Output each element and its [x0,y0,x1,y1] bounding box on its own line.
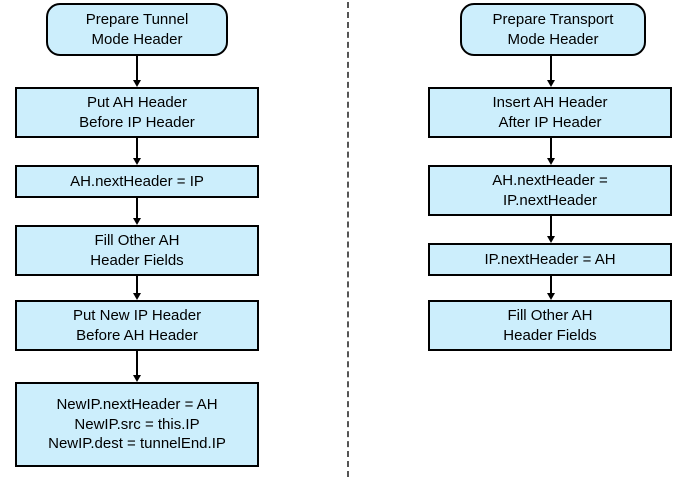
arrowhead-icon [133,293,141,300]
connector-line [550,56,552,81]
ip-nextheader-equals-ah-node[interactable]: IP.nextHeader = AH [428,243,672,276]
fill-other-ah-header-fields-node[interactable]: Fill Other AH Header Fields [15,225,259,276]
arrowhead-icon [133,218,141,225]
newip-fields-assignment-node[interactable]: NewIP.nextHeader = AH NewIP.src = this.I… [15,382,259,467]
arrowhead-icon [133,80,141,87]
arrowhead-icon [547,236,555,243]
prepare-tunnel-mode-header-node[interactable]: Prepare Tunnel Mode Header [46,3,228,56]
prepare-transport-mode-header-node[interactable]: Prepare Transport Mode Header [460,3,646,56]
insert-ah-header-after-ip-header-node[interactable]: Insert AH Header After IP Header [428,87,672,138]
connector-line [136,276,138,294]
arrowhead-icon [547,158,555,165]
arrowhead-icon [547,293,555,300]
arrowhead-icon [547,80,555,87]
connector-line [136,138,138,159]
put-ah-header-before-ip-header-node[interactable]: Put AH Header Before IP Header [15,87,259,138]
connector-line [550,138,552,159]
connector-line [550,216,552,237]
connector-line [550,276,552,294]
connector-line [136,198,138,219]
fill-other-ah-header-fields-node[interactable]: Fill Other AH Header Fields [428,300,672,351]
arrowhead-icon [133,158,141,165]
column-divider [347,2,349,477]
connector-line [136,56,138,81]
arrowhead-icon [133,375,141,382]
connector-line [136,351,138,376]
ah-nextheader-equals-ip-nextheader-node[interactable]: AH.nextHeader = IP.nextHeader [428,165,672,216]
ah-nextheader-equals-ip-node[interactable]: AH.nextHeader = IP [15,165,259,198]
put-new-ip-header-before-ah-header-node[interactable]: Put New IP Header Before AH Header [15,300,259,351]
